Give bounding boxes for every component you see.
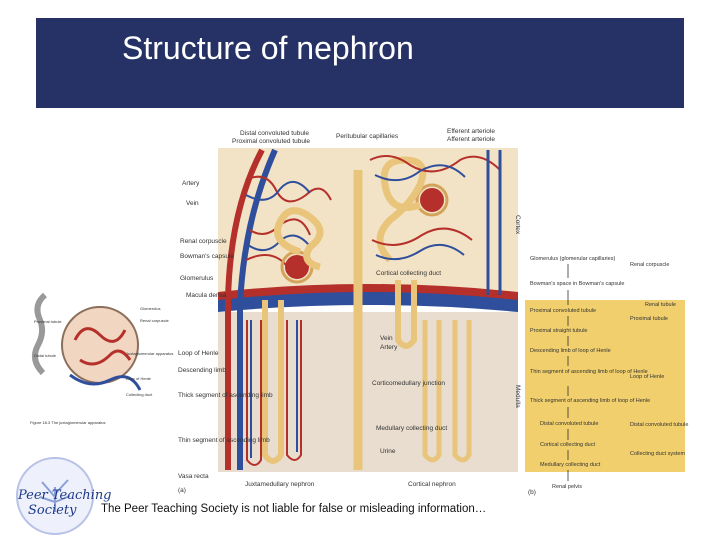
glomerulus-cortical — [420, 188, 444, 212]
label-artery: Artery — [182, 180, 200, 187]
proximal-tubule-juxtamedullary — [274, 207, 324, 271]
slide-title: Structure of nephron — [122, 30, 414, 66]
diagram-a — [218, 148, 518, 472]
label-a: (a) — [178, 487, 186, 494]
loop-of-henle-short — [395, 280, 417, 349]
flow-item-0: Proximal convoluted tubule — [530, 308, 596, 314]
inset-label-1: Renal corpuscle — [140, 318, 169, 323]
label-corticomedullary-junction: Corticomedullary junction — [372, 380, 445, 387]
peer-teaching-society-logo — [16, 457, 94, 535]
flow-box — [525, 300, 685, 472]
medullary-loops-right — [422, 320, 472, 463]
label-thick-ascending-limb: Thick segment of ascending limb — [178, 392, 273, 399]
label-juxtamedullary-nephron: Juxtamedullary nephron — [245, 481, 315, 488]
inset-label-6: Collecting duct — [126, 392, 153, 397]
flow-group-3: Collecting duct system — [630, 451, 685, 457]
label-vasa-recta: Vasa recta — [178, 473, 209, 480]
flow-item-4: Thick segment of ascending limb of loop … — [530, 398, 650, 404]
logo-tree — [39, 479, 71, 512]
label-cortex: Cortex — [514, 215, 521, 235]
vasa-recta — [246, 320, 302, 466]
flow-item-7: Medullary collecting duct — [540, 462, 601, 468]
label-glomerulus: Glomerulus — [180, 275, 214, 282]
flow-group-2: Distal convoluted tubule — [630, 422, 688, 428]
inset-label-4: Juxtaglomerular apparatus — [126, 351, 173, 356]
label-loop-of-henle: Loop of Henle — [178, 350, 219, 357]
label-medullary-collecting-duct: Medullary collecting duct — [376, 425, 447, 432]
inset-label-0: Glomerulus — [140, 306, 160, 311]
vessels-right — [486, 150, 502, 295]
artery-vessel — [225, 148, 265, 470]
peritubular-capillaries-blue — [374, 164, 466, 261]
label-descending-limb: Descending limb — [178, 367, 226, 374]
inset-magnified-circle — [61, 306, 139, 384]
label-afferent-arteriole: Afferent arteriole — [447, 136, 495, 143]
inset-label-5: Loop of Henle — [126, 376, 152, 381]
inset-caption: Figure 18.3 The juxtaglomerular apparatu… — [30, 420, 106, 425]
label-vein-center: Vein — [380, 335, 393, 342]
corticomedullary-artery-band — [218, 284, 518, 300]
inset-kidney-shape — [31, 292, 48, 376]
peritubular-capillaries — [369, 155, 501, 246]
label-efferent-arteriole: Efferent arteriole — [447, 128, 495, 135]
flow-item-1: Proximal straight tubule — [530, 328, 587, 334]
bowman-capsule-cortical — [415, 183, 449, 217]
inset-kidney: Glomerulus Renal corpuscle Proximal tubu… — [30, 285, 173, 425]
flow-item-5: Distal convoluted tubule — [540, 421, 598, 427]
label-renal-corpuscle: Renal corpuscle — [180, 238, 227, 245]
cortex-region — [218, 148, 518, 298]
label-vein: Vein — [186, 200, 199, 207]
logo-text-line1: Peer Teaching — [18, 488, 112, 503]
label-thin-ascending-limb: Thin segment of ascending limb — [178, 437, 270, 444]
label-cortical-collecting-duct: Cortical collecting duct — [376, 270, 441, 277]
flow-group-1: Loop of Henle — [630, 374, 664, 380]
label-urine: Urine — [380, 448, 396, 455]
label-artery-center: Artery — [380, 344, 398, 351]
footer-disclaimer: The Peer Teaching Society is not liable … — [101, 503, 487, 515]
label-peritubular-capillaries: Peritubular capillaries — [336, 133, 399, 140]
label-b: (b) — [528, 489, 536, 496]
flow-top-item-1: Bowman's space in Bowman's capsule — [530, 281, 624, 287]
vein-vessel — [237, 148, 278, 470]
flow-item-6: Cortical collecting duct — [540, 442, 595, 448]
flow-group-0: Proximal tubule — [630, 316, 668, 322]
label-medulla: Medulla — [514, 385, 521, 408]
inset-label-2: Proximal tubule — [34, 319, 62, 324]
label-proximal-convoluted-tubule: Proximal convoluted tubule — [232, 138, 310, 145]
label-distal-convoluted-tubule: Distal convoluted tubule — [240, 130, 309, 137]
inset-label-3: Distal tubule — [34, 353, 57, 358]
flow-renal-tubule: Renal tubule — [645, 302, 676, 308]
inset-tubules — [73, 327, 132, 366]
label-cortical-nephron: Cortical nephron — [408, 481, 456, 488]
flow-group-renal-corpuscle: Renal corpuscle — [630, 262, 669, 268]
flow-chart-b: Glomerulus (glomerular capillaries) Bowm… — [525, 256, 688, 490]
proximal-tubule-cortical — [376, 156, 427, 263]
loop-of-henle-long — [262, 300, 284, 464]
glomerulus-juxtamedullary — [285, 255, 309, 279]
inset-vessels — [69, 373, 142, 391]
flow-item-2: Descending limb of loop of Henle — [530, 348, 611, 354]
title-bar — [36, 18, 684, 108]
logo-text-line2: Society — [28, 503, 77, 518]
flow-item-3: Thin segment of ascending limb of loop o… — [530, 369, 648, 375]
label-macula-densa: Macula densa — [186, 292, 227, 299]
corticomedullary-band — [218, 290, 518, 312]
label-bowmans-capsule: Bowman's capsule — [180, 253, 234, 260]
vasa-recta-blue — [250, 320, 298, 458]
flow-top-item-0: Glomerulus (glomerular capillaries) — [530, 256, 615, 262]
flow-item-8: Renal pelvis — [552, 484, 582, 490]
